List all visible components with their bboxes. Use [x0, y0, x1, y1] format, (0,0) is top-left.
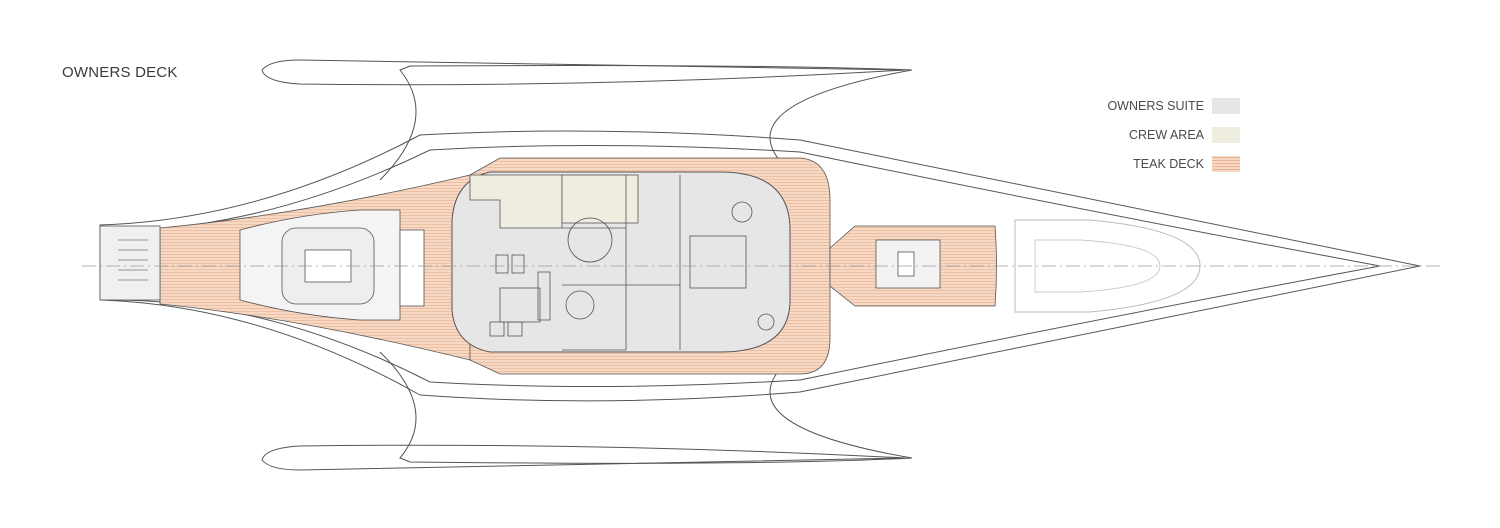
legend-label: TEAK DECK — [1133, 157, 1204, 171]
transom-steps — [99, 225, 161, 301]
transom-step-lines — [118, 239, 148, 281]
foredeck-table — [897, 251, 915, 277]
legend-label: OWNERS SUITE — [1107, 99, 1204, 113]
legend-item-crew-area: CREW AREA — [1080, 125, 1240, 154]
legend: OWNERS SUITE CREW AREA TEAK DECK — [1080, 96, 1240, 183]
legend-item-owners-suite: OWNERS SUITE — [1080, 96, 1240, 125]
legend-item-teak-deck: TEAK DECK — [1080, 154, 1240, 183]
legend-swatch-teak-deck — [1212, 156, 1240, 172]
legend-label: CREW AREA — [1128, 128, 1204, 142]
dining-table — [399, 229, 425, 307]
legend-swatch-owners-suite — [1212, 98, 1240, 114]
legend-swatch-crew-area — [1212, 127, 1240, 143]
crew-galley — [561, 174, 639, 224]
interior-partitions — [489, 175, 775, 351]
page-title: OWNERS DECK — [62, 64, 178, 81]
